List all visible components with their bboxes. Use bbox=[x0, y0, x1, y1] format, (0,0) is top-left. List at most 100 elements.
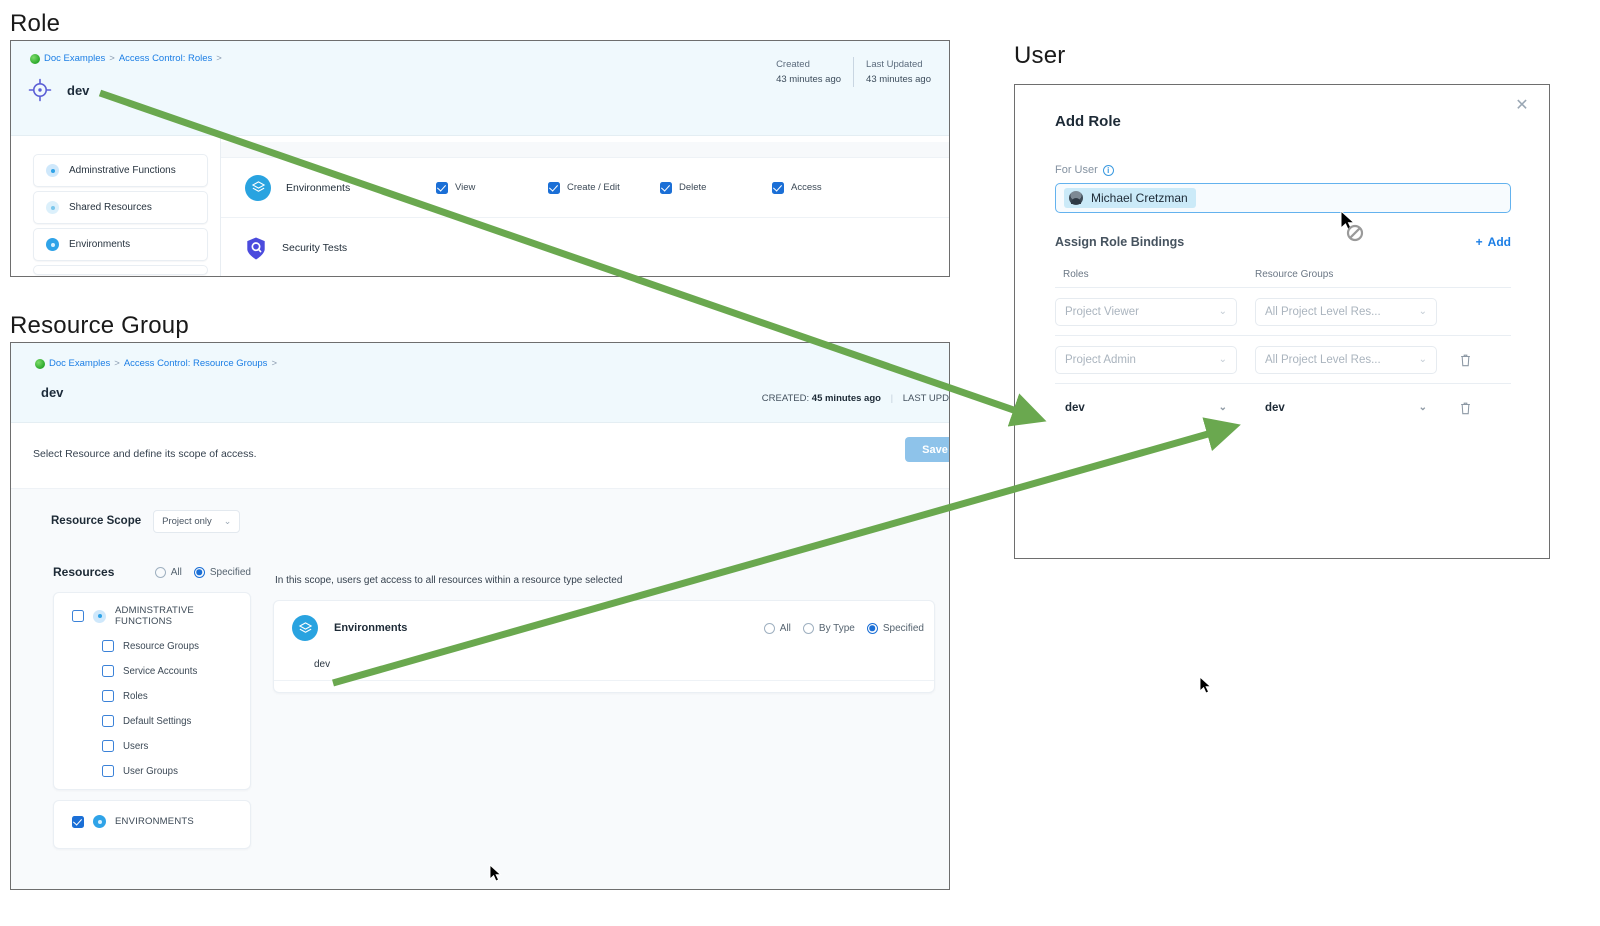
breadcrumb[interactable]: Doc Examples > Access Control: Roles > bbox=[30, 53, 222, 64]
permissions-strip bbox=[221, 142, 949, 158]
category-row-administrative[interactable]: ADMINSTRATIVE FUNCTIONS bbox=[72, 605, 240, 627]
resource-group-select-cell: All Project Level Res... ⌄ bbox=[1255, 345, 1445, 374]
role-select-cell: Project Viewer ⌄ bbox=[1055, 297, 1255, 326]
permission-row-security-tests: Security Tests bbox=[221, 218, 949, 276]
checkbox-unchecked-icon[interactable] bbox=[102, 640, 114, 652]
role-value: dev bbox=[1065, 401, 1085, 414]
project-status-icon bbox=[30, 53, 40, 64]
category-label: ADMINSTRATIVE FUNCTIONS bbox=[115, 605, 194, 627]
mouse-cursor-pointer bbox=[1199, 676, 1212, 694]
resources-selector: Resources All Specified ADMINSTRATIVE FU… bbox=[11, 553, 261, 889]
resource-item-default-settings[interactable]: Default Settings bbox=[102, 715, 240, 727]
role-permissions-pane: Environments View Create / Edit Delete bbox=[221, 136, 949, 276]
category-label: ENVIRONMENTS bbox=[115, 816, 194, 827]
role-created-value: 43 minutes ago bbox=[776, 74, 842, 85]
rg-breadcrumb-section[interactable]: Access Control: Resource Groups bbox=[123, 358, 268, 369]
dialog-content: ✕ Add Role For User i Michael Cretzman A… bbox=[1015, 85, 1549, 558]
delete-icon[interactable] bbox=[1459, 353, 1472, 367]
resource-group-value: dev bbox=[1265, 401, 1285, 414]
resource-group-description: Select Resource and define its scope of … bbox=[33, 448, 257, 460]
user-select-field[interactable]: Michael Cretzman bbox=[1055, 183, 1511, 213]
avatar bbox=[1069, 191, 1083, 205]
resource-item-label: Roles bbox=[123, 690, 148, 702]
rg-breadcrumb[interactable]: Doc Examples > Access Control: Resource … bbox=[35, 358, 277, 369]
save-button[interactable]: Save bbox=[905, 437, 949, 462]
radio-env-specified[interactable]: Specified bbox=[866, 622, 924, 634]
resource-group-select[interactable]: All Project Level Res... ⌄ bbox=[1255, 345, 1437, 374]
resource-scope-select[interactable]: Project only ⌄ bbox=[153, 509, 241, 533]
resource-item-user-groups[interactable]: User Groups bbox=[102, 765, 240, 777]
resource-group-value: All Project Level Res... bbox=[1265, 353, 1381, 366]
scope-note: In this scope, users get access to all r… bbox=[275, 575, 623, 586]
role-select[interactable]: Project Viewer ⌄ bbox=[1055, 297, 1237, 326]
user-chip[interactable]: Michael Cretzman bbox=[1064, 188, 1196, 208]
permission-name: Security Tests bbox=[282, 242, 348, 254]
resource-group-subheader: Select Resource and define its scope of … bbox=[11, 423, 949, 489]
radio-icon bbox=[154, 566, 166, 578]
sidebar-item-shared-resources[interactable]: Shared Resources bbox=[33, 191, 208, 224]
resource-group-select-cell: All Project Level Res... ⌄ bbox=[1255, 297, 1445, 326]
checkbox-delete[interactable]: Delete bbox=[660, 181, 772, 194]
for-user-label: For User bbox=[1055, 164, 1098, 176]
close-icon[interactable]: ✕ bbox=[1515, 97, 1529, 114]
dialog-title: Add Role bbox=[1055, 113, 1121, 130]
resource-item-roles[interactable]: Roles bbox=[102, 690, 240, 702]
breadcrumb-project[interactable]: Doc Examples bbox=[44, 53, 106, 64]
radio-label: All bbox=[170, 566, 182, 578]
checkbox-view[interactable]: View bbox=[436, 181, 548, 194]
delete-icon[interactable] bbox=[1459, 401, 1472, 415]
rg-breadcrumb-project[interactable]: Doc Examples bbox=[49, 358, 111, 369]
resource-group-select[interactable]: dev ⌄ bbox=[1255, 394, 1437, 422]
checkbox-unchecked-icon[interactable] bbox=[102, 690, 114, 702]
resource-item-resource-groups[interactable]: Resource Groups bbox=[102, 640, 240, 652]
breadcrumb-section[interactable]: Access Control: Roles bbox=[118, 53, 213, 64]
radio-resources-all[interactable]: All bbox=[154, 566, 182, 578]
mouse-cursor-no-drop bbox=[1340, 210, 1364, 242]
sidebar-item-partial[interactable] bbox=[33, 265, 208, 275]
environments-scope-options: All By Type Specified bbox=[752, 622, 924, 634]
radio-resources-specified[interactable]: Specified bbox=[193, 566, 251, 578]
sidebar-item-label: Environments bbox=[69, 239, 131, 250]
checkbox-unchecked-icon[interactable] bbox=[102, 715, 114, 727]
sidebar-item-administrative-functions[interactable]: Adminstrative Functions bbox=[33, 154, 208, 187]
project-status-icon bbox=[35, 358, 45, 369]
environments-icon bbox=[292, 615, 318, 641]
role-select[interactable]: dev ⌄ bbox=[1055, 394, 1237, 422]
radio-env-all[interactable]: All bbox=[763, 622, 791, 634]
role-value: Project Viewer bbox=[1065, 305, 1139, 318]
radio-icon bbox=[763, 622, 775, 634]
role-panel-header: Doc Examples > Access Control: Roles > d… bbox=[11, 41, 949, 136]
checkbox-unchecked-icon[interactable] bbox=[102, 740, 114, 752]
checkbox-create-edit[interactable]: Create / Edit bbox=[548, 181, 660, 194]
checkbox-unchecked-icon[interactable] bbox=[72, 610, 84, 622]
resource-item-users[interactable]: Users bbox=[102, 740, 240, 752]
check-icon bbox=[772, 181, 784, 194]
role-updated: Last Updated 43 minutes ago bbox=[853, 57, 943, 87]
breadcrumb-separator: > bbox=[109, 53, 115, 64]
role-select[interactable]: Project Admin ⌄ bbox=[1055, 345, 1237, 374]
info-icon[interactable]: i bbox=[1102, 164, 1114, 176]
checkbox-unchecked-icon[interactable] bbox=[102, 665, 114, 677]
checkbox-checked-icon[interactable] bbox=[72, 815, 84, 828]
resource-group-select[interactable]: All Project Level Res... ⌄ bbox=[1255, 297, 1437, 326]
environments-scope-header: Environments All By Type Specified bbox=[274, 601, 934, 641]
checkbox-unchecked-icon[interactable] bbox=[102, 765, 114, 777]
checkbox-access[interactable]: Access bbox=[772, 181, 884, 194]
environments-icon bbox=[245, 174, 271, 201]
resource-group-section-title: Resource Group bbox=[10, 312, 189, 339]
permission-name: Environments bbox=[286, 181, 351, 194]
chevron-down-icon: ⌄ bbox=[1418, 306, 1427, 317]
add-binding-button[interactable]: + Add bbox=[1476, 235, 1511, 249]
radio-label: Specified bbox=[882, 622, 924, 634]
role-target-icon bbox=[28, 78, 52, 102]
role-section-title: Role bbox=[10, 10, 61, 37]
category-row-environments[interactable]: ENVIRONMENTS bbox=[72, 815, 240, 828]
resource-item-service-accounts[interactable]: Service Accounts bbox=[102, 665, 240, 677]
chevron-down-icon: ⌄ bbox=[1218, 306, 1227, 317]
role-created: Created 43 minutes ago bbox=[764, 57, 853, 87]
resource-item-label: Service Accounts bbox=[123, 665, 198, 677]
check-icon bbox=[548, 181, 560, 194]
sidebar-item-environments[interactable]: Environments bbox=[33, 228, 208, 261]
role-panel: Doc Examples > Access Control: Roles > d… bbox=[10, 40, 950, 277]
radio-env-by-type[interactable]: By Type bbox=[802, 622, 855, 634]
